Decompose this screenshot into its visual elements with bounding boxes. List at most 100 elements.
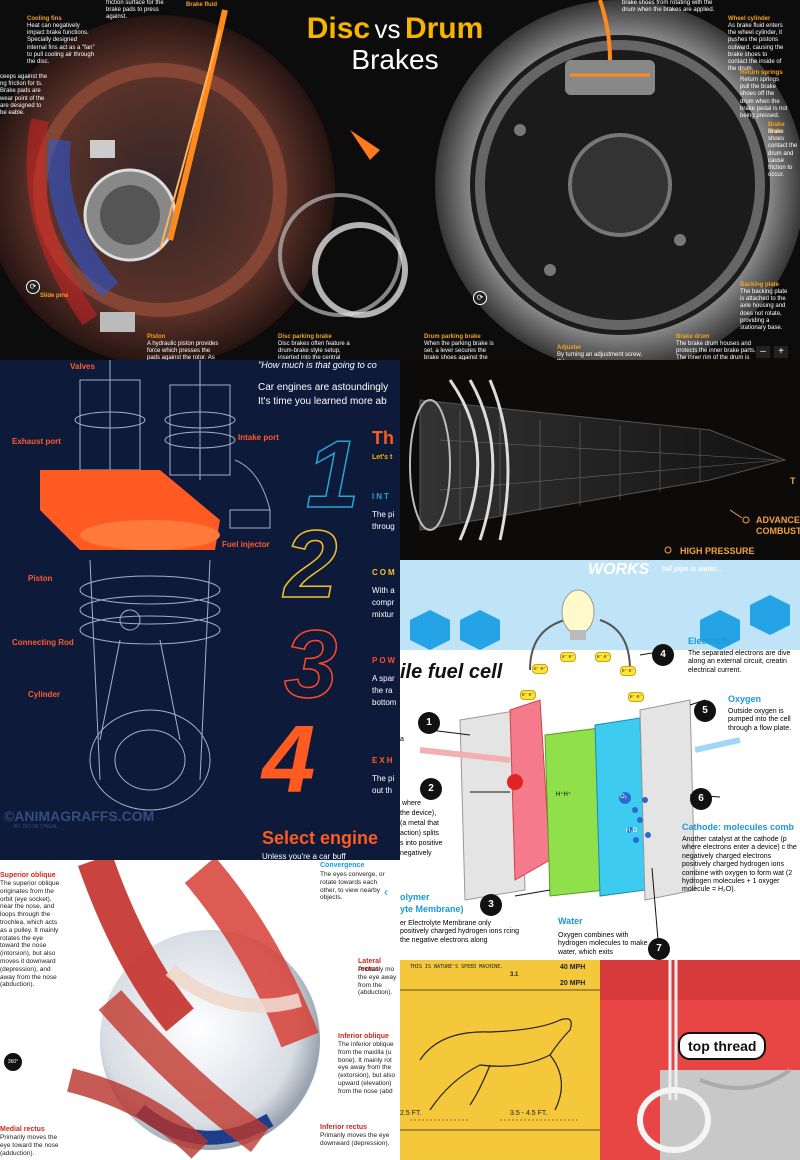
anode-text-1: where xyxy=(402,800,422,807)
step4-text-1: The pi xyxy=(372,774,395,783)
backing-plate-title: Backing plate xyxy=(740,282,780,288)
piston-desc: A hydraulic piston provides force which … xyxy=(147,341,219,360)
inferior-rectus-desc: Primarily moves the eye downward (depres… xyxy=(320,1132,390,1147)
electron-icon: e⁻ e⁻ xyxy=(620,666,636,676)
sewing-panel: top thread xyxy=(600,960,800,1160)
fuel-cell-panel: WORKS tail pipe is water... ile fuel cel… xyxy=(400,560,800,960)
water-molecule-label: H₂O xyxy=(626,828,638,834)
title-vs: vs xyxy=(374,14,401,44)
brake-shoe-desc: Brake shoes contact the drum and cause f… xyxy=(768,129,798,179)
step3-text-3: bottom xyxy=(372,698,397,707)
cooling-fins-title: Cooling fins xyxy=(27,16,62,22)
zoom-out-button[interactable]: – xyxy=(756,346,770,358)
cathode-desc: Another catalyst at the cathode (p where… xyxy=(682,836,797,894)
anode-text-2: the device), xyxy=(400,810,437,817)
tail-pipe-text: tail pipe is water... xyxy=(662,566,722,573)
brake-shoe-title: Brake shoe xyxy=(768,122,785,136)
convergence-title: Convergence xyxy=(320,862,365,869)
step-3-badge[interactable]: 3 xyxy=(480,894,502,916)
zoom-in-button[interactable]: + xyxy=(774,346,788,358)
step3-title: POW xyxy=(372,656,398,665)
lateral-rectus-title: Lateral rectus xyxy=(358,958,381,974)
length-label-short: 2.5 FT. xyxy=(400,1110,422,1117)
watermark: ©ANIMAGRAFFS.COM xyxy=(4,808,155,824)
title-drum: Drum xyxy=(404,12,484,45)
brakes-illustration xyxy=(0,0,800,360)
cylinder-label: Cylinder xyxy=(28,690,61,699)
step1-text-2: throug xyxy=(372,522,395,531)
step-number-3[interactable]: 3 xyxy=(283,610,338,719)
step4-title: EXH xyxy=(372,756,395,765)
eye-muscles-panel: Superior oblique The superior oblique or… xyxy=(0,860,400,1160)
cooling-fins-desc: Heat can negatively impact brake functio… xyxy=(27,23,95,65)
intro-line-1: "How much is that going to co xyxy=(258,360,377,370)
lets-text: Let's t xyxy=(372,454,393,461)
convergence-desc: The eyes converge, or rotate towards eac… xyxy=(320,871,385,902)
step4-text-2: out th xyxy=(372,786,393,795)
step1-text-1: The pi xyxy=(372,510,395,519)
step-number-2[interactable]: 2 xyxy=(283,510,338,619)
cheetah-illustration xyxy=(400,989,600,1131)
step1-title: INT xyxy=(372,492,391,501)
a-text: a xyxy=(400,736,404,743)
step-4-badge[interactable]: 4 xyxy=(652,644,674,666)
medial-rectus-title: Medial rectus xyxy=(0,1126,45,1133)
step-6-badge[interactable]: 6 xyxy=(690,788,712,810)
step2-text-2: compr xyxy=(372,598,395,607)
brake-drum-title: Brake drum xyxy=(676,334,710,340)
intro-line-3: It's time you learned more ab xyxy=(258,396,387,407)
top-thread-label: top thread xyxy=(678,1032,767,1060)
disc-parking-desc: Disc brakes often feature a drum-brake s… xyxy=(278,341,350,360)
anode-text-5: s into positive xyxy=(400,840,443,847)
select-engine-heading[interactable]: Select engine xyxy=(262,828,379,848)
return-springs-title: Return springs xyxy=(740,70,783,76)
turbine-label: T xyxy=(790,476,796,486)
step-number-1[interactable]: 1 xyxy=(305,420,360,529)
oxygen-title: Oxygen xyxy=(728,694,762,704)
fuel-injector-label: Fuel injector xyxy=(222,540,270,549)
step-number-4[interactable]: 4 xyxy=(262,706,316,813)
cheetah-header: THIS IS NATURE'S SPEED MACHINE. xyxy=(410,964,504,970)
anode-text-3: (a metal that xyxy=(400,820,439,827)
stat-value: 3.1 xyxy=(510,972,519,978)
step-7-badge[interactable]: 7 xyxy=(648,938,670,960)
rotate-disc-icon[interactable]: ⟳ xyxy=(26,280,40,294)
advanced-combustion-label: ADVANCED COMBUST xyxy=(756,515,800,536)
step3-text-2: the ra xyxy=(372,686,393,695)
fuel-cell-illustration xyxy=(410,589,790,941)
electricity-title: Electricity xyxy=(688,636,732,646)
piston-title: Piston xyxy=(147,334,166,340)
disc-vs-drum-panel: Disc vs Drum Brakes friction surface for… xyxy=(0,0,800,360)
oxygen-desc: Outside oxygen is pumped into the cell t… xyxy=(728,708,792,732)
medial-rectus-desc: Primarily moves the eye toward the nose … xyxy=(0,1134,59,1157)
section-heading: Th xyxy=(372,428,394,448)
rotate-drum-icon[interactable]: ⟳ xyxy=(473,291,487,305)
drum-parking-desc: When the parking brake is set, a lever s… xyxy=(424,341,494,360)
backing-plate-desc: The backing plate is attached to the axl… xyxy=(740,289,788,331)
adjuster-desc: By turning an adjustment screw, the xyxy=(557,352,643,360)
inferior-rectus-title: Inferior rectus xyxy=(320,1124,368,1131)
eye-illustration xyxy=(67,860,320,1159)
engine-panel: "How much is that going to co Car engine… xyxy=(0,360,400,860)
exhaust-port-label: Exhaust port xyxy=(12,437,61,446)
chevron-left-icon[interactable]: ‹ xyxy=(384,885,388,899)
brake-drum-desc: The brake drum houses and protects the i… xyxy=(676,341,756,360)
sewing-machine-illustration xyxy=(600,960,800,1160)
drum-parking-title: Drum parking brake xyxy=(424,334,481,340)
electron-icon: e⁻ e⁻ xyxy=(532,664,548,674)
step2-text-3: mixtur xyxy=(372,610,394,619)
electricity-desc: The separated electrons are dive along a… xyxy=(688,650,791,674)
title-brakes: Brakes xyxy=(351,44,439,75)
step-5-badge[interactable]: 5 xyxy=(694,700,716,722)
anode-text-6: negatively xyxy=(400,850,432,857)
title-disc: Disc xyxy=(306,12,371,45)
intro-line-2: Car engines are astoundingly xyxy=(258,382,389,393)
rotate-360-button[interactable]: 360° xyxy=(4,1053,22,1071)
return-springs-desc: Return springs pull the brake shoes off … xyxy=(740,77,788,119)
inferior-oblique-title: Inferior oblique xyxy=(338,1033,389,1040)
step-1-badge[interactable]: 1 xyxy=(418,712,440,734)
cheetah-panel: THIS IS NATURE'S SPEED MACHINE. 3.1 40 M… xyxy=(400,960,600,1160)
step-2-badge[interactable]: 2 xyxy=(420,778,442,800)
hydrogen-ions-label: H⁺H⁺ xyxy=(556,792,571,798)
intake-port-label: Intake port xyxy=(238,433,279,442)
